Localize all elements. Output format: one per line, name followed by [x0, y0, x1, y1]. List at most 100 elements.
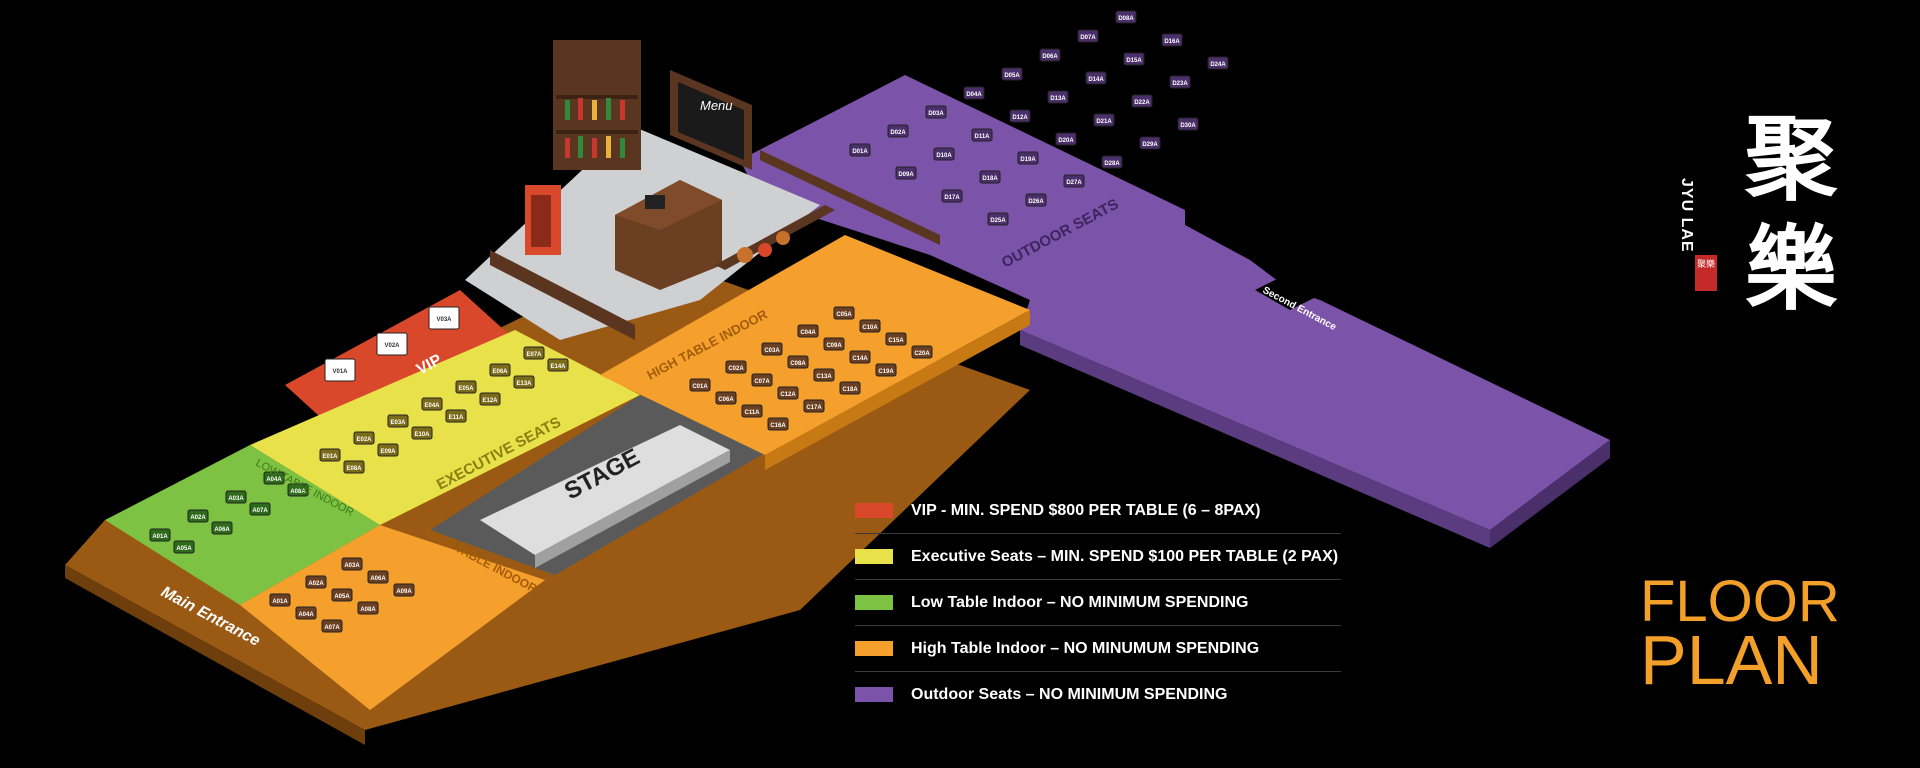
table-high_right[interactable]: C18A [839, 381, 861, 395]
second-entrance[interactable] [1255, 265, 1340, 310]
table-outdoor[interactable]: D05A [1001, 67, 1023, 81]
zone-low-table[interactable] [105, 445, 380, 605]
table-top [445, 409, 467, 423]
table-top [479, 392, 501, 406]
zone-executive[interactable] [250, 330, 640, 525]
table-outdoor[interactable]: D30A [1177, 117, 1199, 131]
table-executive[interactable]: E11A [445, 409, 467, 423]
table-outdoor[interactable]: D22A [1131, 94, 1153, 108]
table-outdoor[interactable]: D25A [987, 212, 1009, 226]
table-outdoor[interactable]: D18A [979, 170, 1001, 184]
table-executive[interactable]: E10A [411, 426, 433, 440]
table-high_right[interactable]: C16A [767, 417, 789, 431]
table-high_right[interactable]: C11A [741, 404, 763, 418]
table-high_right[interactable]: C15A [885, 332, 907, 346]
table-high_right[interactable]: C05A [833, 306, 855, 320]
table-outdoor[interactable]: D03A [925, 105, 947, 119]
table-vip[interactable]: V01A [324, 358, 356, 382]
zone-high-table-right[interactable] [600, 235, 1030, 470]
table-outdoor[interactable]: D17A [941, 189, 963, 203]
zone-outdoor[interactable] [740, 75, 1610, 548]
table-outdoor[interactable]: D10A [933, 147, 955, 161]
table-executive[interactable]: E07A [523, 346, 545, 360]
table-high_right[interactable]: C03A [761, 342, 783, 356]
table-high_right[interactable]: C20A [911, 345, 933, 359]
zone-high-table-left[interactable] [240, 525, 545, 710]
table-outdoor[interactable]: D21A [1093, 113, 1115, 127]
table-executive[interactable]: E05A [455, 380, 477, 394]
table-high_right[interactable]: C17A [803, 399, 825, 413]
table-outdoor[interactable]: D24A [1207, 56, 1229, 70]
table-top [387, 414, 409, 428]
table-high_left[interactable]: A05A [331, 588, 353, 602]
table-executive[interactable]: E08A [343, 460, 365, 474]
table-low[interactable]: A04A [263, 471, 285, 485]
table-high_right[interactable]: C04A [797, 324, 819, 338]
table-high_right[interactable]: C12A [777, 386, 799, 400]
table-high_left[interactable]: A03A [341, 557, 363, 571]
table-outdoor[interactable]: D07A [1077, 29, 1099, 43]
table-outdoor[interactable]: D12A [1009, 109, 1031, 123]
table-outdoor[interactable]: D11A [971, 128, 993, 142]
table-low[interactable]: A05A [173, 540, 195, 554]
table-outdoor[interactable]: D01A [849, 143, 871, 157]
table-low[interactable]: A06A [211, 521, 233, 535]
table-outdoor[interactable]: D23A [1169, 75, 1191, 89]
table-executive[interactable]: E14A [547, 358, 569, 372]
table-outdoor[interactable]: D29A [1139, 136, 1161, 150]
table-id: C15A [888, 338, 904, 344]
table-vip[interactable]: V02A [376, 332, 408, 356]
table-top [885, 332, 907, 346]
table-outdoor[interactable]: D06A [1039, 48, 1061, 62]
table-outdoor[interactable]: D20A [1055, 132, 1077, 146]
table-low[interactable]: A01A [149, 528, 171, 542]
table-high_left[interactable]: A07A [321, 619, 343, 633]
table-id: E13A [516, 381, 532, 387]
table-outdoor[interactable]: D15A [1123, 52, 1145, 66]
zone-stage[interactable] [430, 395, 770, 575]
table-high_left[interactable]: A04A [295, 606, 317, 620]
table-executive[interactable]: E02A [353, 431, 375, 445]
table-outdoor[interactable]: D02A [887, 124, 909, 138]
table-low[interactable]: A08A [287, 483, 309, 497]
table-high_right[interactable]: C13A [813, 368, 835, 382]
table-high_right[interactable]: C10A [859, 319, 881, 333]
table-high_right[interactable]: C19A [875, 363, 897, 377]
table-high_right[interactable]: C09A [823, 337, 845, 351]
table-top [715, 391, 737, 405]
table-executive[interactable]: E01A [319, 448, 341, 462]
table-high_left[interactable]: A09A [393, 583, 415, 597]
table-executive[interactable]: E04A [421, 397, 443, 411]
table-high_left[interactable]: A01A [269, 593, 291, 607]
table-outdoor[interactable]: D19A [1017, 151, 1039, 165]
table-high_right[interactable]: C02A [725, 360, 747, 374]
table-high_left[interactable]: A02A [305, 575, 327, 589]
table-outdoor[interactable]: D09A [895, 166, 917, 180]
table-high_right[interactable]: C06A [715, 391, 737, 405]
table-outdoor[interactable]: D28A [1101, 155, 1123, 169]
table-outdoor[interactable]: D13A [1047, 90, 1069, 104]
table-outdoor[interactable]: D16A [1161, 33, 1183, 47]
table-high_left[interactable]: A08A [357, 601, 379, 615]
table-low[interactable]: A03A [225, 490, 247, 504]
table-executive[interactable]: E12A [479, 392, 501, 406]
table-low[interactable]: A02A [187, 509, 209, 523]
table-high_right[interactable]: C01A [689, 378, 711, 392]
table-vip[interactable]: V03A [428, 306, 460, 330]
table-outdoor[interactable]: D04A [963, 86, 985, 100]
table-executive[interactable]: E13A [513, 375, 535, 389]
table-high_right[interactable]: C14A [849, 350, 871, 364]
table-outdoor[interactable]: D14A [1085, 71, 1107, 85]
table-outdoor[interactable]: D26A [1025, 193, 1047, 207]
table-outdoor[interactable]: D27A [1063, 174, 1085, 188]
table-outdoor[interactable]: D08A [1115, 10, 1137, 24]
table-low[interactable]: A07A [249, 502, 271, 516]
table-executive[interactable]: E09A [377, 443, 399, 457]
table-executive[interactable]: E03A [387, 414, 409, 428]
table-high_right[interactable]: C08A [787, 355, 809, 369]
table-high_left[interactable]: A06A [367, 570, 389, 584]
table-executive[interactable]: E06A [489, 363, 511, 377]
table-high_right[interactable]: C07A [751, 373, 773, 387]
table-id: E04A [424, 403, 440, 409]
